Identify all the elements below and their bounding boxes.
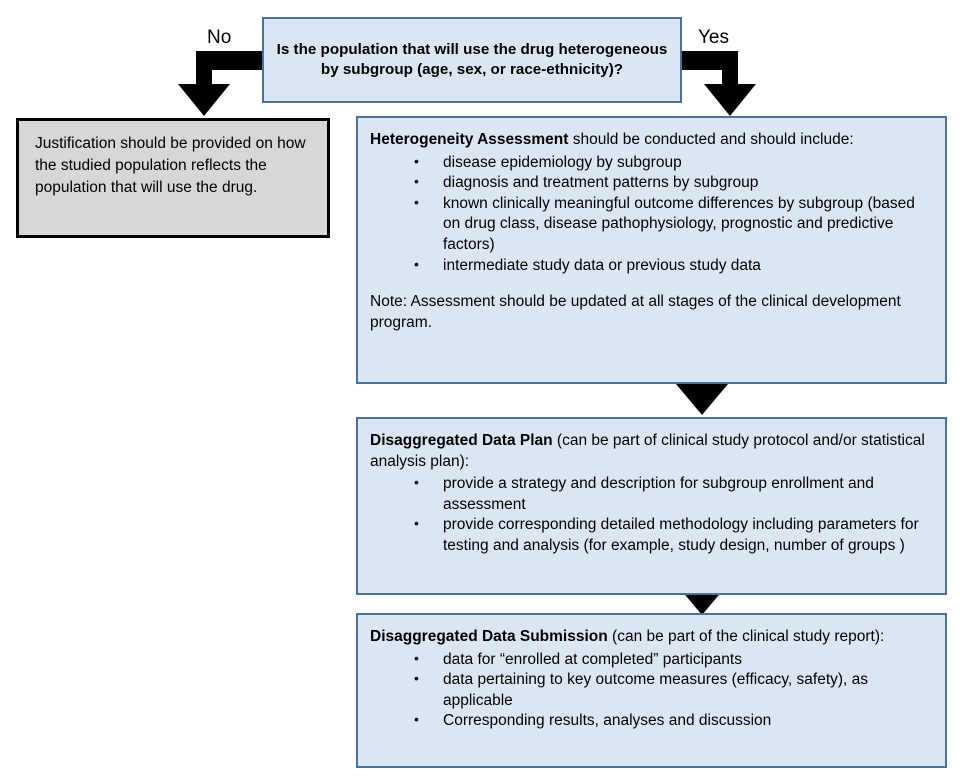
heterogeneity-title: Heterogeneity Assessment [370, 131, 569, 148]
yes-arrow [682, 51, 756, 116]
list-item: provide a strategy and description for s… [370, 473, 931, 515]
list-item: intermediate study data or previous stud… [370, 255, 931, 277]
heterogeneity-lead: Heterogeneity Assessment should be condu… [370, 130, 931, 151]
plan-lead-rest: (can be part of clinical study protocol … [370, 432, 925, 470]
disaggregated-data-plan-box: Disaggregated Data Plan (can be part of … [356, 417, 947, 595]
list-item: disease epidemiology by subgroup [370, 152, 931, 174]
disaggregated-data-submission-box: Disaggregated Data Submission (can be pa… [356, 613, 947, 768]
list-item: diagnosis and treatment patterns by subg… [370, 172, 931, 194]
justification-text: Justification should be provided on how … [35, 135, 306, 196]
plan-bullet-list: provide a strategy and description for s… [370, 473, 931, 556]
submission-lead-rest: (can be part of the clinical study repor… [607, 628, 885, 645]
list-item: known clinically meaningful outcome diff… [370, 193, 931, 256]
list-item: data pertaining to key outcome measures … [370, 669, 931, 711]
branch-label-yes: Yes [698, 27, 729, 48]
branch-label-no: No [207, 27, 232, 48]
decision-box: Is the population that will use the drug… [262, 17, 682, 103]
plan-title: Disaggregated Data Plan [370, 432, 553, 449]
list-item: data for “enrolled at completed” partici… [370, 649, 931, 671]
list-item: provide corresponding detailed methodolo… [370, 514, 931, 556]
no-arrow [178, 51, 262, 116]
submission-title: Disaggregated Data Submission [370, 628, 608, 645]
decision-question: Is the population that will use the drug… [276, 40, 668, 78]
heterogeneity-assessment-box: Heterogeneity Assessment should be condu… [356, 116, 947, 384]
submission-lead: Disaggregated Data Submission (can be pa… [370, 627, 931, 648]
heterogeneity-lead-rest: should be conducted and should include: [568, 131, 854, 148]
submission-bullet-list: data for “enrolled at completed” partici… [370, 649, 931, 732]
heterogeneity-note: Note: Assessment should be updated at al… [370, 293, 901, 331]
list-item: Corresponding results, analyses and disc… [370, 710, 931, 732]
justification-box: Justification should be provided on how … [16, 118, 330, 238]
heterogeneity-bullet-list: disease epidemiology by subgroup diagnos… [370, 152, 931, 277]
plan-lead: Disaggregated Data Plan (can be part of … [370, 431, 931, 472]
